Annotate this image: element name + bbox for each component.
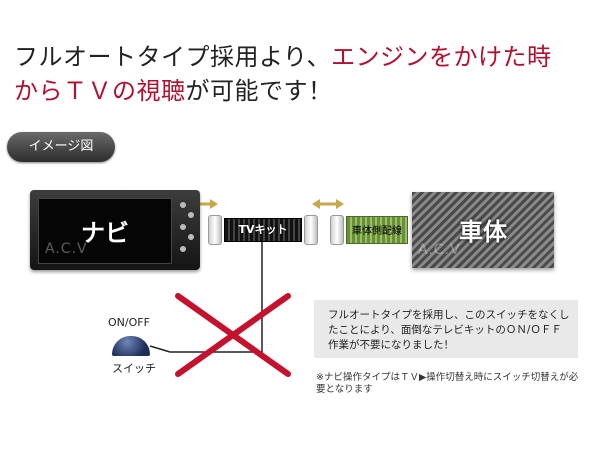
note-box: フルオートタイプを採用し、このスイッチをなくしたことにより、面倒なテレビキットの… [314, 300, 578, 358]
headline-line2-red: からＴＶの視聴 [14, 77, 186, 105]
switch-top-label: ON/OFF [108, 316, 150, 329]
headline-line1-red: エンジンをかけた時 [331, 43, 552, 71]
watermark: A.C.V [45, 241, 88, 257]
navi-unit: ナビ A.C.V [30, 190, 200, 270]
navi-button-icon [180, 246, 186, 252]
tv-kit-cable: TVキット [224, 218, 302, 242]
watermark: A.C.V [418, 242, 461, 258]
headline-line1-black: フルオートタイプ採用より、 [14, 43, 332, 71]
tv-kit-label: TVキット [238, 223, 288, 236]
cross-icon [175, 293, 291, 377]
vehicle-label: 車体 [459, 218, 507, 246]
arrow-icon [312, 199, 344, 209]
headline: フルオートタイプ採用より、エンジンをかけた時 からＴＶの視聴が可能です！ [14, 40, 594, 108]
connector-right [304, 215, 318, 245]
connector-harness [330, 215, 344, 245]
navi-label: ナビ [81, 219, 129, 247]
connector-left [208, 215, 222, 245]
vehicle-block: 車体 A.C.V [412, 192, 554, 268]
headline-line2-black: が可能です！ [185, 77, 333, 105]
switch-wire [170, 240, 263, 353]
switch-bottom-label: スイッチ [112, 362, 156, 375]
switch-knob-icon [112, 336, 150, 356]
navi-button-icon [188, 212, 194, 218]
note-text: フルオートタイプを採用し、このスイッチをなくしたことにより、面倒なテレビキットの… [328, 309, 570, 351]
footnote: ※ナビ操作タイプはＴＶ▶操作切替え時にスイッチ切替えが必要となります [316, 372, 579, 395]
navi-button-icon [180, 202, 186, 208]
image-badge: イメージ図 [7, 132, 115, 162]
navi-screen: ナビ A.C.V [38, 198, 172, 264]
vehicle-harness: 車体側配線 [346, 216, 408, 244]
navi-button-icon [180, 224, 186, 230]
navi-button-icon [188, 234, 194, 240]
harness-label: 車体側配線 [352, 226, 402, 237]
